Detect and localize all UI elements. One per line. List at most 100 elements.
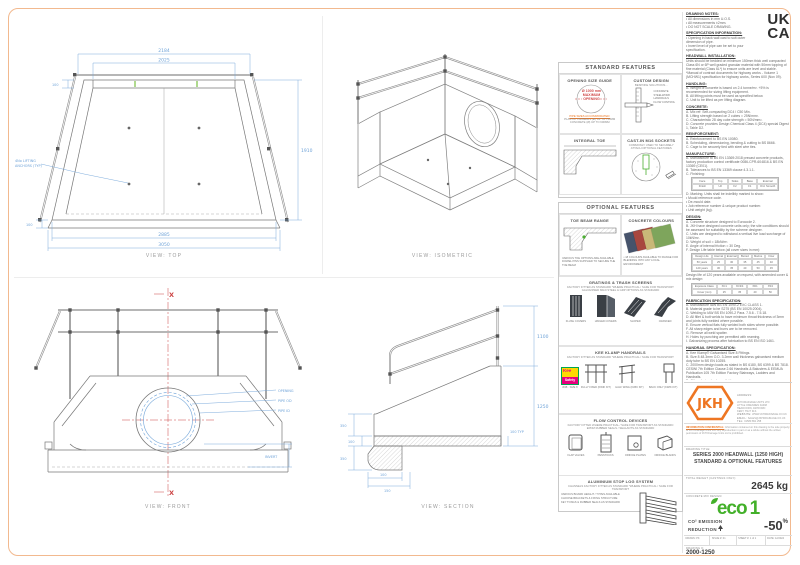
tree-icon bbox=[718, 524, 724, 531]
gratings-title: GRATINGS & TRASH SCREENS bbox=[588, 279, 653, 285]
view-front-drawing: X X bbox=[34, 288, 302, 497]
concrete-section: CONCRETE: A. Mix ref: Self-compacting DC… bbox=[686, 105, 789, 130]
drawing-title-row: DRAWING TITLE: SERIES 2000 HEADWALL (125… bbox=[684, 447, 792, 476]
view-divider-horizontal bbox=[14, 277, 554, 278]
leader-pipe-od: PIPE OD bbox=[278, 399, 292, 403]
dim-top-outer: 2184 bbox=[158, 48, 170, 54]
stoplog-line1: CHANNELS FACTORY FITTED AS STANDARD *WHE… bbox=[568, 483, 673, 491]
concrete-colours-title: CONCRETE COLOURS bbox=[628, 217, 675, 223]
dim-base-outer: 3050 bbox=[158, 242, 170, 248]
co2-value: -50% bbox=[763, 518, 788, 533]
pipe-sizes-link[interactable]: PIPE SIZES ACCOMMODATED: bbox=[569, 113, 611, 118]
colour-swatches bbox=[623, 223, 680, 255]
optional-features-panel: OPTIONAL FEATURES TOE BEAM RANGE VARIOUS… bbox=[558, 202, 683, 526]
integral-toe-icon bbox=[563, 145, 617, 175]
section-handrail bbox=[388, 306, 500, 384]
iso-handrails bbox=[356, 54, 539, 128]
issue-field: ISSUE #: 01 bbox=[710, 536, 737, 545]
section-axis-top: X bbox=[169, 291, 174, 299]
dim-slab-thickness: 100 TYP bbox=[510, 430, 524, 434]
company-website[interactable]: WWW.JKHDRAINAGE.CO.UK bbox=[752, 413, 787, 417]
rail-fittings bbox=[38, 73, 289, 222]
leader-invert: INVERT bbox=[265, 455, 278, 459]
company-email[interactable]: SALES@JKHDRAINAGE.CO.UK bbox=[747, 416, 786, 420]
base-slab-cut bbox=[373, 435, 502, 447]
gratings-line2: GALVANISED MILD STEEL & GRP OPTIONS AS S… bbox=[581, 287, 660, 292]
orifice-plate-icon bbox=[627, 435, 642, 451]
front-handrails bbox=[34, 308, 302, 399]
leader-lines bbox=[185, 389, 292, 468]
ukca-logo: UK CA bbox=[767, 11, 790, 42]
dim-a: 350 bbox=[340, 424, 346, 428]
toe-cut bbox=[367, 445, 403, 471]
confidentiality-note: INFORMATION CONFIDENTIAL: Information co… bbox=[684, 424, 792, 447]
view-divider-vertical bbox=[322, 16, 323, 274]
dim-top-inner: 2025 bbox=[158, 58, 170, 64]
manufacture-section: MANUFACTURE: A. Manufacture to BS EN 133… bbox=[686, 151, 784, 213]
dim-base-inner: 2885 bbox=[158, 232, 170, 238]
max-opening-word2: OPENING bbox=[583, 97, 600, 102]
drawing-title-line1: SERIES 2000 HEADWALL (1250 HIGH) bbox=[692, 452, 784, 458]
flow-control-title: FLOW CONTROL DEVICES bbox=[593, 417, 648, 423]
drawing-notes-section: DRAWING NOTES: • All dimensions in mm U.… bbox=[686, 12, 732, 29]
design-section: DESIGN: A. Concrete structure designed t… bbox=[686, 215, 790, 297]
sheet-field: SHEET #: 1 of 1 bbox=[737, 536, 766, 545]
handrail-spec-section: HANDRAIL SPECIFICATION: A. Kee Klamp® Ga… bbox=[686, 346, 789, 380]
dim-d: 100 bbox=[380, 473, 386, 477]
gratings-line1: FACTORY FITTED AS STANDARD *WHERE PRACTI… bbox=[567, 284, 674, 289]
drawn-field: DRAWN: PK bbox=[684, 536, 711, 545]
view-top-drawing: 2184 2025 1910 2885 3050 100 100 4No LIF… bbox=[15, 48, 313, 251]
penstock-icon bbox=[600, 432, 612, 453]
co2-reduction: CO² EMISSION REDUCTION -50% bbox=[688, 518, 788, 533]
stoplog-section: ALUMINIUM STOP LOG SYSTEM CHANNELS FACTO… bbox=[559, 476, 682, 528]
integral-toe-cell: INTEGRAL TOE bbox=[559, 134, 621, 195]
drawing-number-row: DRAWING #: 2000-1250 bbox=[684, 546, 792, 563]
max-opening-word1: MAXIMUM bbox=[582, 92, 601, 97]
view-section-drawing: 1100 1250 100 TYP 350 100 350 100 150 bbox=[340, 305, 549, 493]
flap-valve-icon bbox=[568, 434, 583, 451]
dim-wall-height: 1250 bbox=[537, 404, 549, 410]
installation-section: HEADWALL INSTALLATION: Units should be b… bbox=[686, 54, 787, 80]
orifice-blank-icon bbox=[657, 435, 673, 452]
toe-beam-cell: TOE BEAM RANGE VARIOUS TOE OPTIONS ARE A… bbox=[559, 213, 621, 276]
gratings-section: GRATINGS & TRASH SCREENS FACTORY FITTED … bbox=[559, 275, 682, 346]
colours-bullet: • 18 COLOURS AVAILABLE TO RANGE FOR BLEN… bbox=[623, 255, 679, 266]
toe-beam-icon bbox=[563, 227, 617, 250]
flow-control-section: FLOW CONTROL DEVICES FACTORY FITTED WHER… bbox=[559, 413, 682, 476]
pipe-opening bbox=[135, 387, 201, 453]
max-opening-circle-icon bbox=[575, 84, 607, 113]
section-dimensions bbox=[348, 305, 538, 489]
anchor-leader-note: ANCHORS (TYP) bbox=[15, 164, 43, 168]
notes-column: DRAWING NOTES: • All dimensions in mm U.… bbox=[686, 12, 790, 380]
pipe-size-line2: CONCRETE (Ø) UP TO 600MM bbox=[569, 119, 610, 124]
cast-in-sockets-sub: COMMONLY USED TO SECURELY ATTACH OPTIONA… bbox=[628, 143, 674, 151]
stoplog-title: ALUMINIUM STOP LOG SYSTEM bbox=[587, 478, 654, 484]
handrail-full-icon bbox=[584, 364, 607, 383]
cast-in-socket-icon bbox=[631, 152, 676, 182]
leader-pipe-id: PIPE ID bbox=[278, 409, 290, 413]
cast-in-sockets-cell: CAST-IN M16 SOCKETS COMMONLY USED TO SEC… bbox=[620, 134, 682, 195]
dim-toe: 100 bbox=[26, 223, 32, 227]
section-wall-outline bbox=[373, 365, 502, 446]
toe-beam-title: TOE BEAM RANGE bbox=[570, 217, 609, 223]
pencil-ruler-icon bbox=[624, 87, 654, 123]
total-weight-row: TOTAL WEIGHT (CASTINGS ONLY): 2645 kg bbox=[684, 476, 792, 494]
opening-size-guide-cell: OPENING SIZE GUIDE Ø 1000 mm MAXIMUM OPE… bbox=[559, 73, 621, 134]
dim-b: 100 bbox=[348, 440, 354, 444]
dim-rail-height: 1100 bbox=[537, 334, 549, 340]
view-front-label: VIEW: FRONT bbox=[145, 504, 191, 510]
flow-line2: EPDM RUBBER SEALS / SEALANTS AS STANDARD bbox=[586, 425, 655, 430]
view-isometric-drawing bbox=[356, 54, 539, 211]
dimension-lines bbox=[36, 53, 302, 251]
stoplog-icon bbox=[639, 493, 677, 526]
handrail-back-icon bbox=[663, 363, 675, 383]
